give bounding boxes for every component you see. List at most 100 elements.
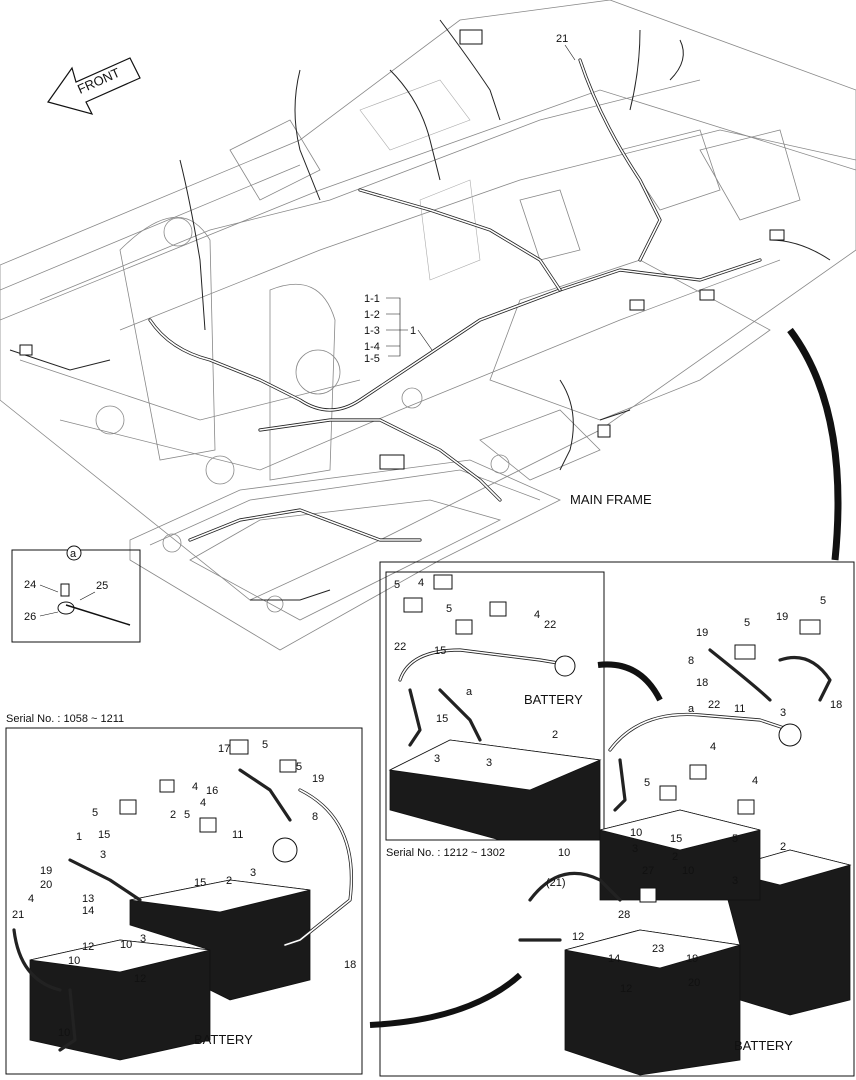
left-label: 10 [58,1027,70,1039]
right-label: 14 [608,953,620,965]
main-frame-label: MAIN FRAME [570,492,652,507]
inset-label: 22 [394,641,406,653]
inset-label: 15 [434,645,446,657]
left-label: 8 [312,811,318,823]
right-label: 4 [710,741,716,753]
left-label: 4 [200,797,206,809]
detail-a-label-26: 26 [24,611,36,623]
left-label: 21 [12,909,24,921]
callout-1-2: 1-2 [364,309,380,321]
left-label: 4 [28,893,34,905]
right-label: 5 [644,777,650,789]
right-battery-label: BATTERY [734,1038,793,1053]
left-label: 3 [140,933,146,945]
left-label: 15 [194,877,206,889]
left-label: 3 [100,849,106,861]
battery-pointer-arrow [369,972,523,1028]
main-wiring-harness [9,19,831,601]
inset-label: 5 [446,603,452,615]
right-label: 28 [618,909,630,921]
inset-label: 4 [418,577,424,589]
left-label: 12 [82,941,94,953]
inset-battery-label: BATTERY [524,692,583,707]
inset-label: 3 [434,753,440,765]
inset-label: 3 [486,757,492,769]
inset-label: 15 [436,713,448,725]
left-label: 13 [82,893,94,905]
left-label: 11 [232,829,243,841]
right-label: 3 [780,707,786,719]
right-label: 19 [776,611,788,623]
right-label: 10 [682,865,694,877]
right-label: 3 [732,875,738,887]
right-label: (21) [546,877,566,889]
inset-label: a [466,686,473,698]
left-label: 10 [68,955,80,967]
inset-serial: Serial No. : 1212 ~ 1302 [386,847,505,859]
left-label: 1 [76,831,82,843]
left-label: 5 [92,807,98,819]
right-label: 15 [670,833,682,845]
left-label: 5 [262,739,268,751]
right-label: 2 [780,841,786,853]
left-label: 2 [226,875,232,887]
left-label: 18 [344,959,356,971]
inset-label: 2 [552,729,558,741]
left-label: 3 [250,867,256,879]
right-label: 11 [734,703,745,715]
right-label: 5 [744,617,750,629]
left-label: 10 [120,939,132,951]
left-label: 14 [82,905,94,917]
left-label: 12 [134,973,146,985]
right-label: 23 [652,943,664,955]
left-label: 19 [312,773,324,785]
callout-1-3: 1-3 [364,325,380,337]
right-label: 18 [830,699,842,711]
left-label: 5 [184,809,190,821]
right-battery-panel: Serial No. : 1212 ~ 1302 BATTERY 5 4 5 4… [379,561,855,1077]
left-battery-panel: Serial No. : 1058 ~ 1211 BATTERY 17 5 5 … [5,713,363,1075]
detail-a-box: a 24 25 26 [11,545,141,643]
inset-pointer-arrow [597,661,663,702]
main-frame-structure [0,0,856,651]
detail-a-marker: a [70,548,77,560]
right-label: 3 [632,843,638,855]
callout-1-4: 1-4 [364,341,380,353]
right-label: 2 [672,851,678,863]
right-label: a [688,703,695,715]
left-label: 5 [296,761,302,773]
right-label: 19 [686,953,698,965]
right-label: 5 [820,595,826,607]
inset-label: 4 [534,609,540,621]
inset-label: 5 [394,579,400,591]
right-label: 12 [620,983,632,995]
left-label: 19 [40,865,52,877]
front-arrow: FRONT [47,57,141,115]
right-label: 22 [708,699,720,711]
right-label: 20 [688,977,700,989]
right-label: 18 [696,677,708,689]
left-label: 2 [170,809,176,821]
right-label: 27 [642,865,654,877]
right-label: 8 [688,655,694,667]
left-label: 17 [218,743,230,755]
right-label: 19 [696,627,708,639]
inset-label: 22 [544,619,556,631]
detail-pointer-arrow [787,327,842,561]
right-label: 10 [630,827,642,839]
left-label: 16 [206,785,218,797]
detail-a-label-25: 25 [96,580,108,592]
left-serial: Serial No. : 1058 ~ 1211 [6,713,124,725]
left-label: 20 [40,879,52,891]
callout-1-5: 1-5 [364,353,380,365]
detail-a-label-24: 24 [24,579,36,591]
right-label: 4 [752,775,758,787]
callout-1: 1 [410,325,416,337]
harness-callouts: 1-1 1-2 1-3 1-4 1-5 1 21 [364,33,576,365]
callout-1-1: 1-1 [364,293,380,305]
right-label: 10 [558,847,570,859]
callout-21-top: 21 [556,33,568,45]
right-label: 12 [572,931,584,943]
